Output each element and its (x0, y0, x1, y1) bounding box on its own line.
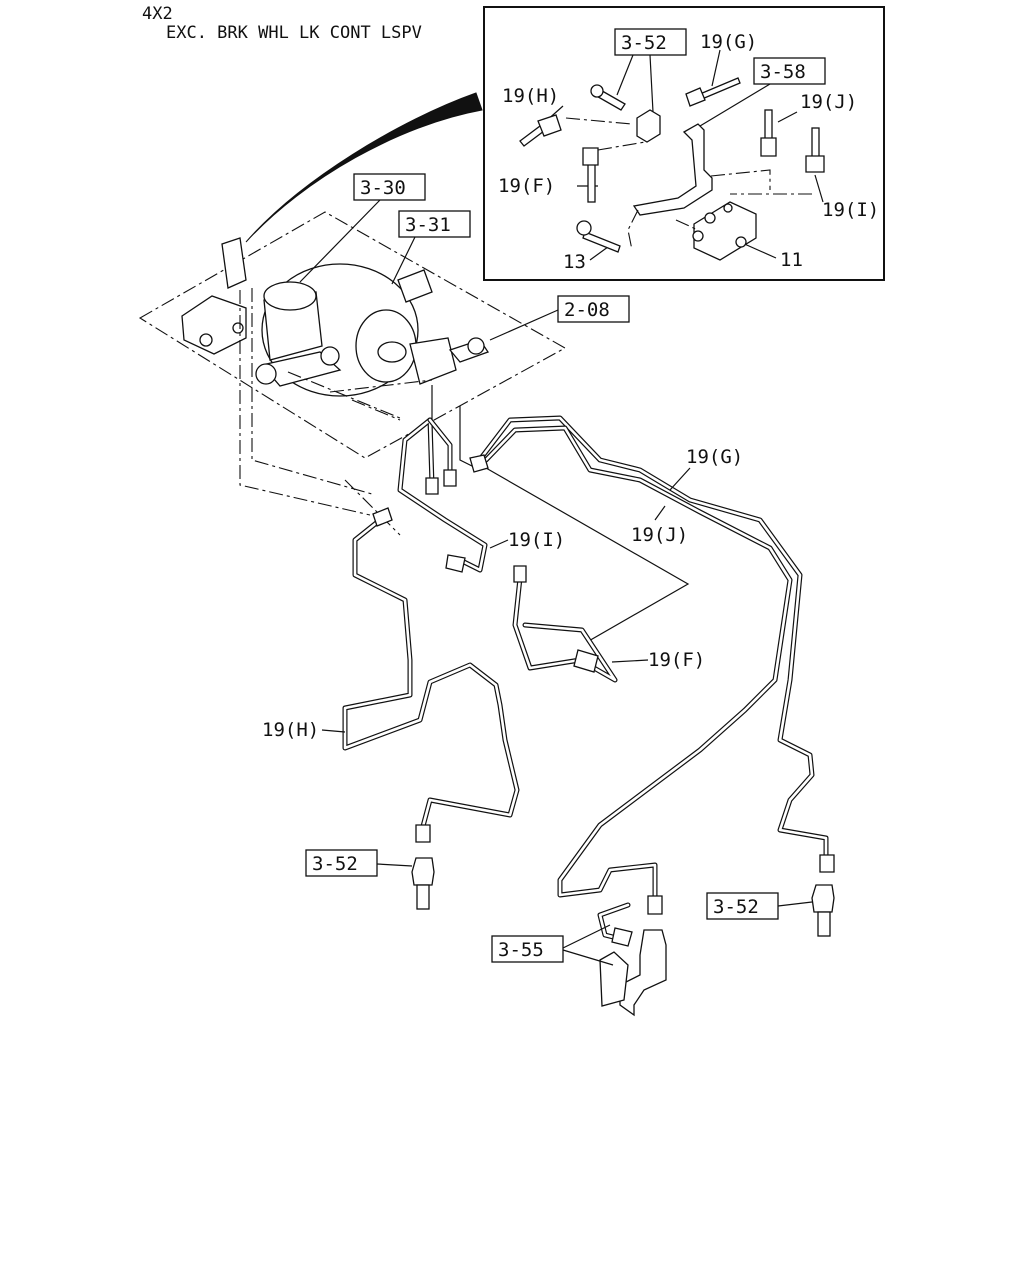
ref-2-08: 2-08 (564, 299, 610, 321)
ref-box-3-30 (353, 173, 426, 201)
pipe-fittings (372, 454, 835, 947)
inset-detail: 3-52 3-58 19(G) 19(H) 19(J) 19(F) 19(I) … (483, 6, 885, 281)
label-19g: 19(G) (686, 446, 743, 468)
ref-box-3-31 (398, 210, 471, 238)
inset-pipe-19g (685, 77, 741, 107)
inset-valve-11 (692, 201, 757, 261)
inset-block (636, 109, 661, 143)
ref-box-3-52-right (706, 892, 779, 920)
inset-pipe-19i (805, 127, 825, 173)
inset-pipe-19f (582, 147, 599, 203)
inset-frame (483, 6, 885, 281)
brake-hose-left (411, 857, 435, 910)
inset-label-13: 13 (563, 251, 586, 273)
lsp-valve-assembly (181, 237, 247, 355)
header-line-2: EXC. BRK WHL LK CONT LSPV (166, 23, 422, 43)
ref-3-31: 3-31 (405, 214, 451, 236)
label-19i: 19(I) (508, 529, 565, 551)
ref-3-52-left: 3-52 (312, 853, 358, 875)
ref-leaders (299, 199, 813, 966)
label-leaders (321, 467, 691, 733)
inset-ref-3-52: 3-52 (621, 32, 667, 54)
header-line-1: 4X2 (142, 4, 173, 24)
inset-label-19f: 19(F) (498, 175, 555, 197)
master-cylinder (255, 281, 342, 387)
inset-bolt-13 (576, 220, 621, 253)
ref-box-3-52-left (305, 849, 378, 877)
inset-pipe-19j (760, 109, 777, 157)
ref-3-30: 3-30 (360, 177, 406, 199)
rear-bracket-3-55 (599, 929, 667, 1017)
inset-label-19h: 19(H) (502, 85, 559, 107)
inset-bolt-3-52 (590, 84, 626, 111)
inset-ref-3-58: 3-58 (760, 61, 806, 83)
ref-3-52-right: 3-52 (713, 896, 759, 918)
inset-bracket-3-58 (632, 123, 713, 216)
inset-ref-box-3-58 (753, 57, 826, 85)
inset-label-19g: 19(G) (700, 31, 757, 53)
inset-label-19i: 19(I) (822, 199, 879, 221)
label-19f: 19(F) (648, 649, 705, 671)
leader-lines (431, 385, 690, 643)
ref-box-2-08 (557, 295, 630, 323)
label-19j: 19(J) (631, 524, 688, 546)
ref-box-3-55 (491, 935, 564, 963)
assembly-outline (138, 211, 567, 459)
label-19h: 19(H) (262, 719, 319, 741)
inset-label-19j: 19(J) (800, 91, 857, 113)
inset-pipe-19h (519, 114, 562, 147)
ref-3-55: 3-55 (498, 939, 544, 961)
construction-lines (239, 288, 433, 536)
inset-label-11: 11 (780, 249, 803, 271)
clutch-master-cylinder (377, 337, 490, 385)
inset-pointer (245, 92, 483, 243)
brake-hose-right (811, 884, 835, 937)
